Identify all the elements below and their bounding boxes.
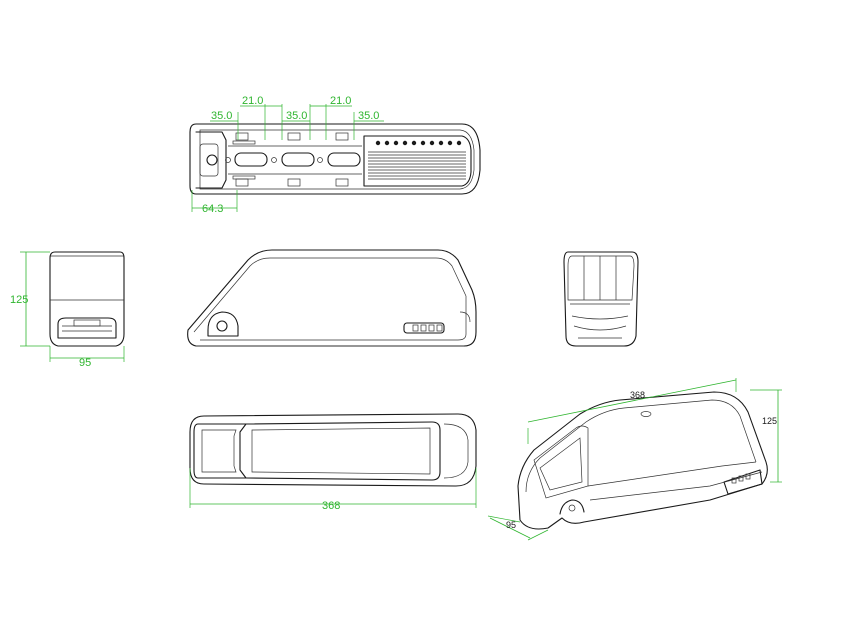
- connector-pin: [411, 140, 417, 146]
- end-view-front: [49, 251, 125, 347]
- dim-side-width: 95: [79, 357, 91, 369]
- dim-side-height: 125: [10, 294, 28, 306]
- dim-top-left-pitch: 35.0: [211, 110, 232, 122]
- top-view-dimensions: 35.0 21.0 35.0 21.0 35.0 64.3: [191, 95, 384, 215]
- connector-pin: [429, 140, 435, 146]
- connector-pin: [375, 140, 381, 146]
- top-view: [189, 123, 481, 195]
- connector-pin: [447, 140, 453, 146]
- dim-bottom-length: 368: [322, 500, 340, 512]
- bottom-view-dimensions: 368: [189, 468, 477, 512]
- dim-top-gap-1: 21.0: [242, 95, 263, 107]
- dim-top-offset: 64.3: [202, 203, 223, 215]
- isometric-dimensions: 368 125 95: [487, 378, 782, 541]
- dim-top-gap-2: 21.0: [330, 95, 351, 107]
- dim-iso-width: 95: [506, 520, 516, 530]
- dim-iso-height: 125: [762, 416, 777, 426]
- dim-top-right-pitch: 35.0: [358, 110, 379, 122]
- end-view-rear: [563, 251, 639, 347]
- connector-pin: [438, 140, 444, 146]
- dim-top-center-pitch: 35.0: [286, 110, 307, 122]
- bottom-view: [189, 413, 477, 487]
- connector-pin: [384, 140, 390, 146]
- end-view-dimensions: 125 95: [10, 251, 125, 369]
- connector-pin: [402, 140, 408, 146]
- dim-iso-length: 368: [630, 390, 645, 400]
- connector-pin: [420, 140, 426, 146]
- side-view: [187, 249, 477, 347]
- connector-pin: [393, 140, 399, 146]
- isometric-view: [517, 391, 768, 530]
- connector-pin: [456, 140, 462, 146]
